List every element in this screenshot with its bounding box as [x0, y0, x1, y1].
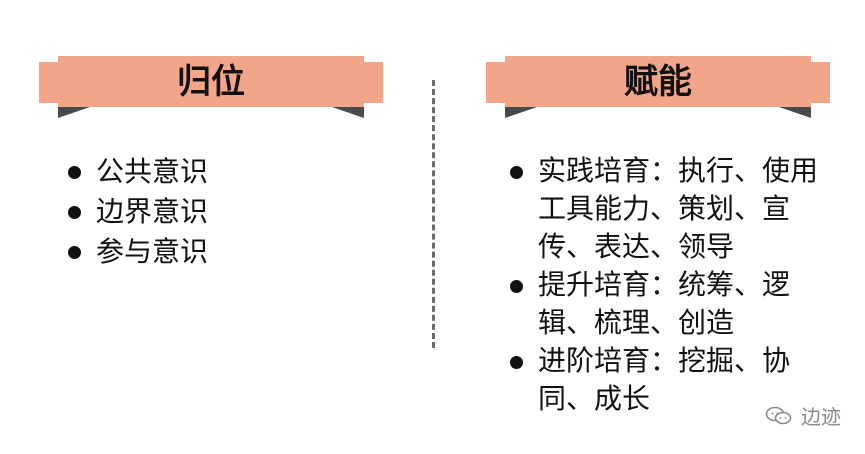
left-bullet-list: 公共意识 边界意识 参与意识 — [62, 152, 382, 272]
left-bullet-item: 边界意识 — [62, 192, 382, 232]
right-bullet-item: 提升培育：统筹、逻辑、梳理、创造 — [504, 266, 824, 342]
left-bullet-item: 公共意识 — [62, 152, 382, 192]
left-ribbon-title: 归位 — [177, 62, 245, 102]
right-bullet-item: 进阶培育：挖掘、协同、成长 — [504, 342, 824, 418]
wechat-icon — [765, 405, 793, 427]
right-bullet-item: 实践培育：执行、使用工具能力、策划、宣传、表达、领导 — [504, 152, 824, 266]
left-bullet-item: 参与意识 — [62, 232, 382, 272]
section-divider — [432, 80, 435, 348]
right-bullet-list: 实践培育：执行、使用工具能力、策划、宣传、表达、领导 提升培育：统筹、逻辑、梳理… — [504, 152, 824, 418]
watermark-text: 边迹 — [801, 405, 841, 429]
watermark: 边迹 — [765, 401, 841, 430]
right-ribbon-title: 赋能 — [624, 62, 692, 102]
